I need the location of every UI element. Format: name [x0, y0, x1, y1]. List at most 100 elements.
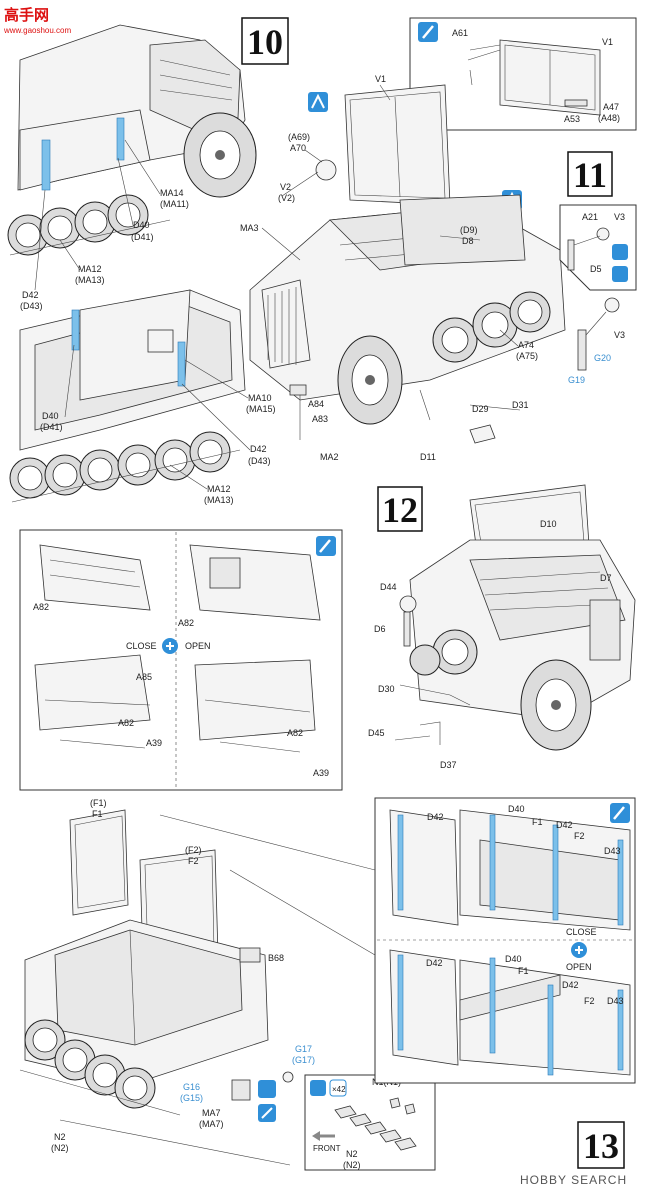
label-d37: D37	[440, 760, 457, 770]
glue-icon-tailgate	[610, 803, 630, 823]
label-a48: (A48)	[598, 113, 620, 123]
label-d42-lower: D42	[250, 444, 267, 454]
vehicle-lower-drawing	[9, 289, 246, 503]
label-a39-2: A39	[313, 768, 329, 778]
label-d8: D8	[462, 236, 474, 246]
label-f1: F1	[92, 809, 103, 819]
label-f2: F2	[188, 856, 199, 866]
vehicle-upper-drawing	[7, 24, 257, 256]
label-g17: G17	[295, 1044, 312, 1054]
cement-icon-v1	[308, 92, 328, 112]
label-a75: (A75)	[516, 351, 538, 361]
label-a53: A53	[564, 114, 580, 124]
label-d44: D44	[380, 582, 397, 592]
label-d41-upper: (D41)	[131, 232, 154, 242]
label-a85: A85	[136, 672, 152, 682]
watermark: 高手网 www.gaoshou.com	[3, 6, 71, 35]
label-d43-open: D43	[607, 996, 624, 1006]
label-ma7: MA7	[202, 1108, 221, 1118]
label-v3-inset: V3	[614, 212, 625, 222]
label-f2-close: F2	[574, 831, 585, 841]
label-b68: B68	[268, 953, 284, 963]
track-links-drawing	[312, 1097, 417, 1151]
label-d40-upper: D40	[133, 220, 150, 230]
label-v1-main: V1	[375, 74, 386, 84]
close-open-icon-12	[162, 638, 178, 654]
label-a82-4: A82	[287, 728, 303, 738]
label-a61: A61	[452, 28, 468, 38]
label-f1-open: F1	[518, 966, 529, 976]
label-a74: A74	[518, 340, 534, 350]
label-n2-main-alt: (N2)	[51, 1143, 69, 1153]
label-d40-close: D40	[508, 804, 525, 814]
label-ma15: (MA15)	[246, 404, 276, 414]
label-open-12: OPEN	[185, 641, 211, 651]
label-ma3: MA3	[240, 223, 259, 233]
label-d11: D11	[420, 452, 436, 462]
label-d6: D6	[374, 624, 386, 634]
label-d40-open: D40	[505, 954, 522, 964]
glue-icon-inset	[418, 22, 438, 42]
label-v2: V2	[280, 182, 291, 192]
hood-inset-drawings	[34, 544, 321, 753]
label-close-12: CLOSE	[126, 641, 157, 651]
label-a82-2: A82	[178, 618, 194, 628]
label-ma7-alt: (MA7)	[199, 1119, 224, 1129]
label-a82-3: A82	[118, 718, 134, 728]
label-close-13: CLOSE	[566, 927, 597, 937]
label-g17-alt: (G17)	[292, 1055, 315, 1065]
label-a21: A21	[582, 212, 598, 222]
label-d29: D29	[472, 404, 489, 414]
label-open-13: OPEN	[566, 962, 592, 972]
label-a84: A84	[308, 399, 324, 409]
vehicle-hood-drawing	[394, 484, 636, 751]
watermark-url: www.gaoshou.com	[3, 26, 71, 35]
label-a70: A70	[290, 143, 306, 153]
label-ma2: MA2	[320, 452, 339, 462]
label-n2-track-alt: (N2)	[343, 1160, 361, 1170]
label-ma12-upper: MA12	[78, 264, 102, 274]
vehicle-rear-drawing	[19, 809, 294, 1166]
label-a39-1: A39	[146, 738, 162, 748]
step-12: 12 D10 D7 D44 D6 D30 D45 D37	[19, 484, 636, 791]
label-n2-track: N2	[346, 1149, 358, 1159]
label-d10: D10	[540, 519, 557, 529]
tailgate-closed-drawing	[389, 809, 631, 931]
label-v2-alt: (V2)	[278, 193, 295, 203]
label-d40-lower: D40	[42, 411, 59, 421]
tailgate-open-drawing	[389, 949, 631, 1076]
label-d42-open-b: D42	[562, 980, 579, 990]
label-v1-inset: V1	[602, 37, 613, 47]
footer-brand: HOBBY SEARCH	[520, 1173, 627, 1187]
windshield-frame-drawing	[467, 39, 601, 116]
paint-icons-13	[258, 1080, 276, 1122]
glue-icon-hood	[316, 536, 336, 556]
label-n2-main: N2	[54, 1132, 66, 1142]
step-13: (F1) F1 (F2) F2 B68 G17 (G17) G16 (G15) …	[19, 797, 636, 1171]
label-g20: G20	[594, 353, 611, 363]
label-a82-1: A82	[33, 602, 49, 612]
label-d31: D31	[512, 400, 529, 410]
label-g16: G16	[183, 1082, 200, 1092]
label-d45: D45	[368, 728, 385, 738]
label-f1-close: F1	[532, 817, 543, 827]
label-ma13-lower: (MA13)	[204, 495, 234, 505]
label-ma10: MA10	[248, 393, 272, 403]
watermark-brand: 高手网	[4, 6, 49, 24]
step-number-10: 10	[247, 22, 283, 62]
label-f1-alt: (F1)	[90, 798, 107, 808]
label-d41-lower: (D41)	[40, 422, 63, 432]
label-d30: D30	[378, 684, 395, 694]
label-g19: G19	[568, 375, 585, 385]
step-number-11: 11	[573, 155, 607, 195]
label-a47: A47	[603, 102, 619, 112]
step-number-12: 12	[382, 490, 418, 530]
label-ma11: (MA11)	[160, 199, 189, 209]
label-d43-upper: (D43)	[20, 301, 43, 311]
label-d43-close: D43	[604, 846, 621, 856]
step-number-13: 13	[583, 1126, 619, 1166]
label-d42-close-a: D42	[427, 812, 444, 822]
label-d42-close-b: D42	[556, 820, 573, 830]
label-d42-upper: D42	[22, 290, 39, 300]
